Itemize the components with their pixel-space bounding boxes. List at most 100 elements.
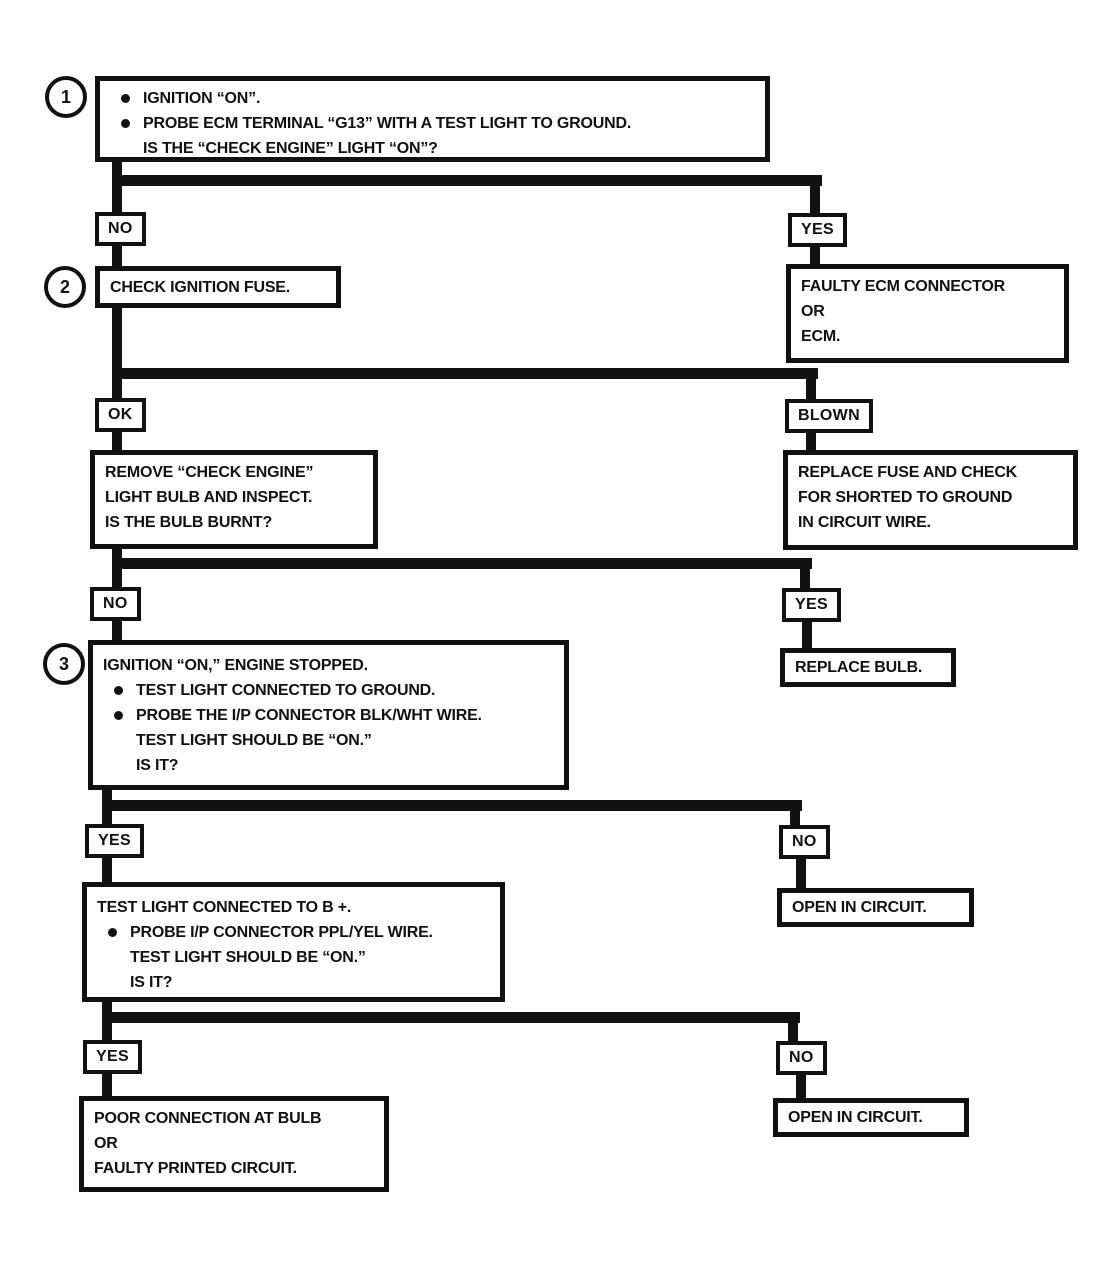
node-row: TEST LIGHT CONNECTED TO B +.	[97, 895, 490, 920]
node-row: TEST LIGHT SHOULD BE “ON.”	[97, 945, 490, 970]
step-number: 3	[58, 653, 69, 674]
node-text: IS THE BULB BURNT?	[105, 514, 273, 531]
node-text: OPEN IN CIRCUIT.	[788, 1109, 923, 1126]
badge-label: BLOWN	[798, 407, 860, 424]
connector-line	[112, 617, 122, 646]
node-text: IS IT?	[136, 757, 179, 774]
branch-badge-no-1: NO	[95, 212, 146, 246]
connector-line	[796, 855, 806, 894]
node-row: TEST LIGHT SHOULD BE “ON.”	[103, 728, 554, 753]
node-row: OPEN IN CIRCUIT.	[792, 895, 959, 920]
flow-node-step3: IGNITION “ON,” ENGINE STOPPED. TEST LIGH…	[88, 640, 569, 790]
node-row: OR	[94, 1131, 374, 1156]
connector-line	[790, 800, 800, 830]
node-text: PROBE THE I/P CONNECTOR BLK/WHT WIRE.	[136, 707, 482, 724]
connector-line	[810, 175, 820, 218]
node-text: OR	[801, 303, 825, 320]
flow-node-test-bplus: TEST LIGHT CONNECTED TO B +. PROBE I/P C…	[82, 882, 505, 1002]
connector-line	[112, 242, 122, 272]
badge-label: YES	[801, 221, 834, 238]
node-row: FAULTY PRINTED CIRCUIT.	[94, 1156, 374, 1181]
branch-badge-yes-5: YES	[83, 1040, 142, 1074]
node-row: PROBE ECM TERMINAL “G13” WITH A TEST LIG…	[110, 111, 755, 136]
connector-line	[800, 558, 810, 592]
badge-label: NO	[792, 833, 817, 850]
node-text: TEST LIGHT CONNECTED TO GROUND.	[136, 682, 436, 699]
node-text: FAULTY ECM CONNECTOR	[801, 278, 1006, 295]
node-text: PROBE ECM TERMINAL “G13” WITH A TEST LIG…	[143, 115, 632, 132]
bullet-icon	[121, 119, 130, 128]
node-row: TEST LIGHT CONNECTED TO GROUND.	[103, 678, 554, 703]
node-text: ECM.	[801, 328, 841, 345]
flow-node-replace-fuse: REPLACE FUSE AND CHECK FOR SHORTED TO GR…	[783, 450, 1078, 550]
connector-line	[802, 618, 812, 654]
node-row: CHECK IGNITION FUSE.	[110, 275, 326, 300]
node-row: OPEN IN CIRCUIT.	[788, 1105, 954, 1130]
connector-line	[102, 1012, 800, 1023]
branch-badge-no-5: NO	[776, 1041, 827, 1075]
badge-label: OK	[108, 406, 133, 423]
node-text: TEST LIGHT CONNECTED TO B +.	[97, 899, 352, 916]
node-row: POOR CONNECTION AT BULB	[94, 1106, 374, 1131]
node-text: REPLACE BULB.	[795, 659, 923, 676]
node-row: IGNITION “ON,” ENGINE STOPPED.	[103, 653, 554, 678]
branch-badge-no-3: NO	[90, 587, 141, 621]
node-text: TEST LIGHT SHOULD BE “ON.”	[136, 732, 372, 749]
step-number: 2	[59, 276, 70, 297]
node-text: REMOVE “CHECK ENGINE”	[105, 464, 314, 481]
node-row: ECM.	[801, 324, 1054, 349]
connector-line	[788, 1012, 798, 1046]
flow-node-replace-bulb: REPLACE BULB.	[780, 648, 956, 687]
node-row: IS THE “CHECK ENGINE” LIGHT “ON”?	[110, 136, 755, 161]
flow-node-step1: IGNITION “ON”. PROBE ECM TERMINAL “G13” …	[95, 76, 770, 162]
node-text: LIGHT BULB AND INSPECT.	[105, 489, 313, 506]
node-text: IS IT?	[130, 974, 173, 991]
node-row: IS THE BULB BURNT?	[105, 510, 363, 535]
node-text: REPLACE FUSE AND CHECK	[798, 464, 1018, 481]
badge-label: NO	[108, 220, 133, 237]
flow-node-faulty-ecm: FAULTY ECM CONNECTOR OR ECM.	[786, 264, 1069, 363]
bullet-icon	[114, 711, 123, 720]
node-row: PROBE THE I/P CONNECTOR BLK/WHT WIRE.	[103, 703, 554, 728]
connector-line	[806, 430, 816, 456]
connector-line	[112, 175, 822, 186]
node-row: REMOVE “CHECK ENGINE”	[105, 460, 363, 485]
node-text: IGNITION “ON,” ENGINE STOPPED.	[103, 657, 368, 674]
connector-line	[810, 243, 820, 270]
connector-line	[806, 368, 816, 404]
branch-badge-yes-1: YES	[788, 213, 847, 247]
node-text: IN CIRCUIT WIRE.	[798, 514, 931, 531]
node-row: PROBE I/P CONNECTOR PPL/YEL WIRE.	[97, 920, 490, 945]
branch-badge-ok: OK	[95, 398, 146, 432]
node-row: FOR SHORTED TO GROUND	[798, 485, 1063, 510]
node-row: IS IT?	[103, 753, 554, 778]
flow-node-step2: CHECK IGNITION FUSE.	[95, 266, 341, 308]
badge-label: NO	[789, 1049, 814, 1066]
badge-label: YES	[98, 832, 131, 849]
node-row: IS IT?	[97, 970, 490, 995]
node-text: CHECK IGNITION FUSE.	[110, 279, 291, 296]
bullet-icon	[114, 686, 123, 695]
connector-line	[112, 368, 818, 379]
node-row: REPLACE FUSE AND CHECK	[798, 460, 1063, 485]
bullet-icon	[108, 928, 117, 937]
node-text: IGNITION “ON”.	[143, 90, 261, 107]
badge-label: YES	[795, 596, 828, 613]
node-row: IGNITION “ON”.	[110, 86, 755, 111]
badge-label: YES	[96, 1048, 129, 1065]
connector-line	[102, 854, 112, 888]
node-row: REPLACE BULB.	[795, 655, 941, 680]
node-text: FOR SHORTED TO GROUND	[798, 489, 1013, 506]
connector-line	[112, 300, 122, 402]
node-row: FAULTY ECM CONNECTOR	[801, 274, 1054, 299]
branch-badge-blown: BLOWN	[785, 399, 873, 433]
flow-node-poor-connection: POOR CONNECTION AT BULB OR FAULTY PRINTE…	[79, 1096, 389, 1192]
node-text: OPEN IN CIRCUIT.	[792, 899, 927, 916]
step-number: 1	[60, 86, 71, 107]
node-row: IN CIRCUIT WIRE.	[798, 510, 1063, 535]
connector-line	[112, 429, 122, 456]
node-text: FAULTY PRINTED CIRCUIT.	[94, 1160, 297, 1177]
branch-badge-yes-4: YES	[85, 824, 144, 858]
node-text: PROBE I/P CONNECTOR PPL/YEL WIRE.	[130, 924, 433, 941]
